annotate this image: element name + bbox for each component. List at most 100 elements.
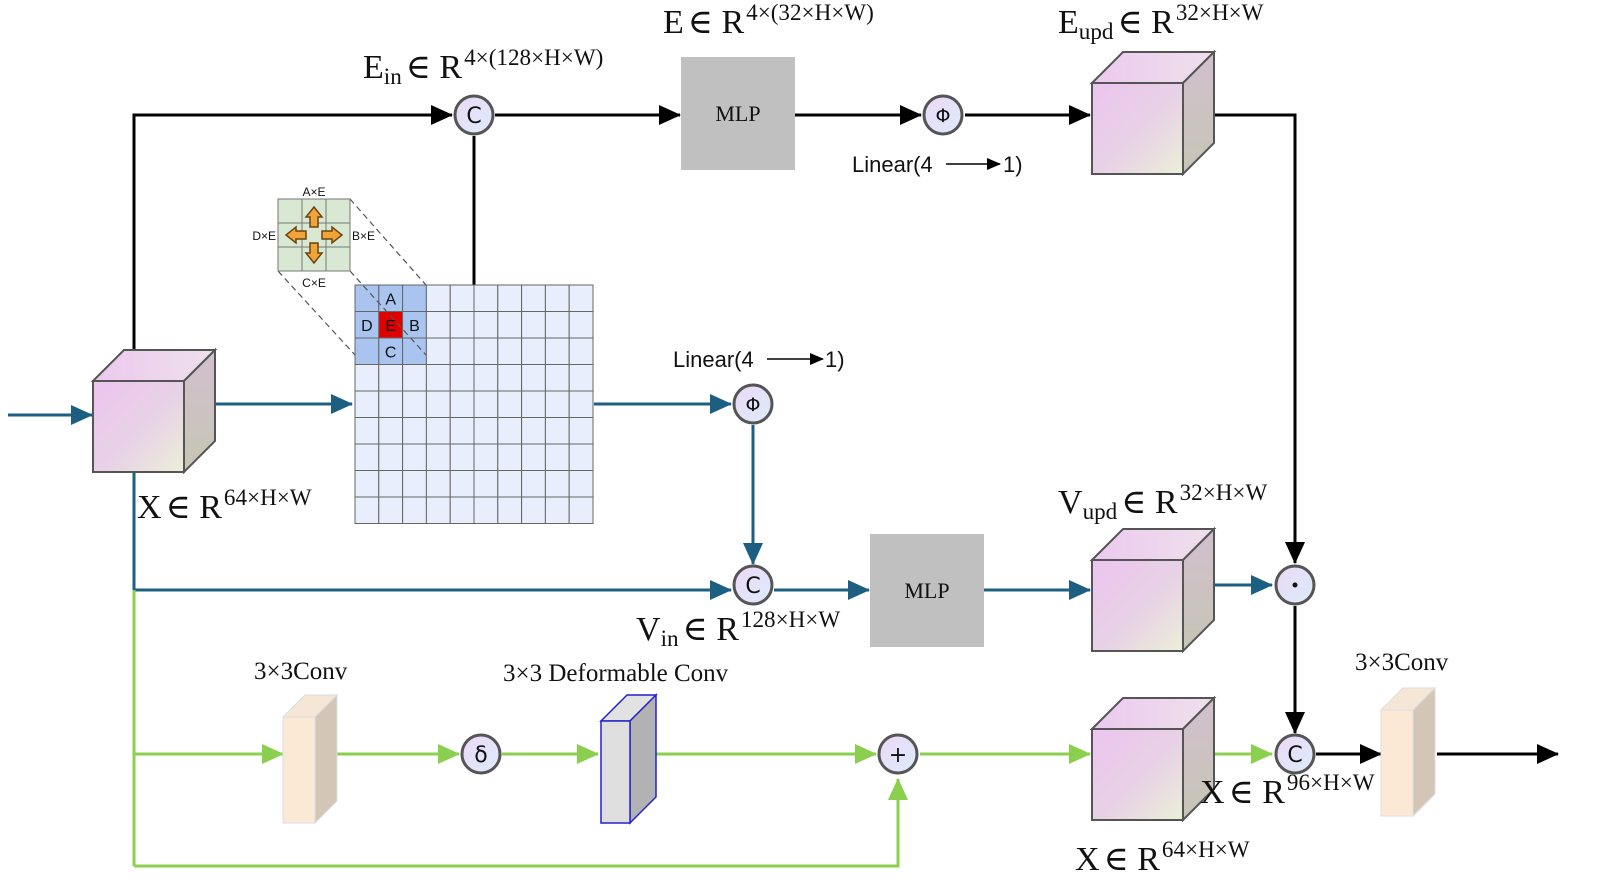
green-paths [132, 590, 1273, 868]
svg-text:+: + [889, 743, 907, 768]
grid-cell [473, 364, 499, 392]
concat-op-mid: C [732, 564, 774, 606]
grid-cell [425, 443, 451, 471]
grid-cell [402, 284, 427, 312]
grid-cell [521, 470, 546, 498]
direction-label: C×E [302, 276, 326, 290]
inset-cell [277, 198, 303, 224]
math-label-text: X∈ R64×H×W [1075, 837, 1250, 878]
grid-cell [425, 390, 451, 418]
conv-left-title: 3×3Conv [254, 658, 348, 685]
grid-cell [544, 470, 570, 498]
grid-cell [568, 311, 594, 339]
conv-right-title: 3×3Conv [1355, 649, 1449, 676]
svg-text:Φ: Φ [936, 105, 951, 127]
grid-cell [449, 284, 475, 312]
math-label-text: Vupd∈ R32×H×W [1058, 480, 1267, 525]
label-x-cat: X∈ R96×H×W [1200, 770, 1375, 811]
plus-op: + [877, 733, 919, 775]
grid-cell [425, 337, 451, 365]
path-eupd-to-dot [1214, 113, 1305, 564]
arrow-left-icon [284, 225, 307, 245]
grid-cell [521, 443, 546, 471]
grid-cell [354, 390, 380, 418]
grid-cell [544, 417, 570, 445]
label-e-in: Ein∈ R4×(128×H×W) [363, 45, 603, 90]
grid-cell [568, 417, 594, 445]
grid-cell [544, 337, 570, 365]
grid-cell [425, 284, 451, 312]
mlp-block-mid: MLP [870, 534, 984, 647]
grid-cell [473, 284, 499, 312]
svg-text:C: C [745, 574, 760, 599]
grid-cell [497, 496, 523, 524]
zoom-guide-lines [277, 198, 427, 356]
grid-cell [568, 364, 594, 392]
grid-cell [521, 496, 546, 524]
grid-cell-label-c: C [385, 344, 397, 361]
svg-text:Linear(4: Linear(4 [673, 347, 754, 372]
svg-text:Φ: Φ [746, 394, 761, 416]
concat-op-out: C [1274, 733, 1316, 775]
conv-block-right [1379, 686, 1437, 818]
grid-cell [473, 390, 499, 418]
math-label-text: X∈ R96×H×W [1200, 770, 1375, 811]
grid-cell [473, 337, 499, 365]
deform-conv-title: 3×3 Deformable Conv [503, 660, 729, 687]
grid-cell [497, 311, 523, 339]
direction-label: D×E [252, 229, 276, 243]
inset-cell [325, 198, 351, 224]
direction-label: A×E [302, 185, 325, 199]
math-label-text: Vin∈ R128×H×W [636, 607, 840, 652]
grid-cell [402, 496, 427, 524]
label-v-upd: Vupd∈ R32×H×W [1058, 480, 1267, 525]
grid-cell [544, 390, 570, 418]
inset-cell [325, 246, 351, 272]
grid-cell [473, 311, 499, 339]
grid-cell [402, 470, 427, 498]
arrow-down-icon [304, 242, 324, 265]
grid-cell [354, 337, 380, 365]
label-e-upd: Eupd∈ R32×H×W [1058, 0, 1264, 45]
grid-cell [544, 311, 570, 339]
grid-cell [521, 417, 546, 445]
grid-cell [354, 443, 380, 471]
math-label-text: E∈ R4×(32×H×W) [663, 0, 874, 41]
grid-cell [568, 496, 594, 524]
dot-product-op [1274, 564, 1316, 606]
grid-cell [473, 443, 499, 471]
grid-cell [544, 364, 570, 392]
svg-text:1): 1) [825, 347, 845, 372]
mlp-block-top: MLP [681, 57, 795, 170]
label-x-input: X∈ R64×H×W [137, 485, 312, 526]
grid-cell [378, 496, 404, 524]
grid-cell [449, 364, 475, 392]
grid-cell [568, 337, 594, 365]
mlp-top-label: MLP [715, 101, 760, 126]
phi-op-top: Φ [922, 94, 964, 136]
grid-cell [497, 417, 523, 445]
grid-cell [449, 443, 475, 471]
grid-cell [449, 470, 475, 498]
grid-cell [402, 364, 427, 392]
deform-conv-block [599, 693, 658, 825]
grid-cell [449, 496, 475, 524]
cube-x-mid [1089, 695, 1217, 823]
grid-cell [354, 364, 380, 392]
svg-text:C: C [466, 104, 481, 129]
grid-cell-label-a: A [385, 291, 396, 308]
direction-label: B×E [352, 229, 375, 243]
grid-cell-label-b: B [409, 318, 420, 335]
inset-cell [277, 246, 303, 272]
cube-e-upd [1089, 49, 1217, 177]
concat-op-top: C [453, 94, 495, 136]
svg-text:δ: δ [474, 743, 487, 768]
grid-cell [449, 311, 475, 339]
grid-cell [378, 390, 404, 418]
grid-cell [402, 443, 427, 471]
grid-cell [544, 496, 570, 524]
neighborhood-inset: A×E B×E C×E D×E [252, 185, 375, 290]
grid-cell [425, 496, 451, 524]
grid-cell-label-d: D [361, 318, 373, 335]
